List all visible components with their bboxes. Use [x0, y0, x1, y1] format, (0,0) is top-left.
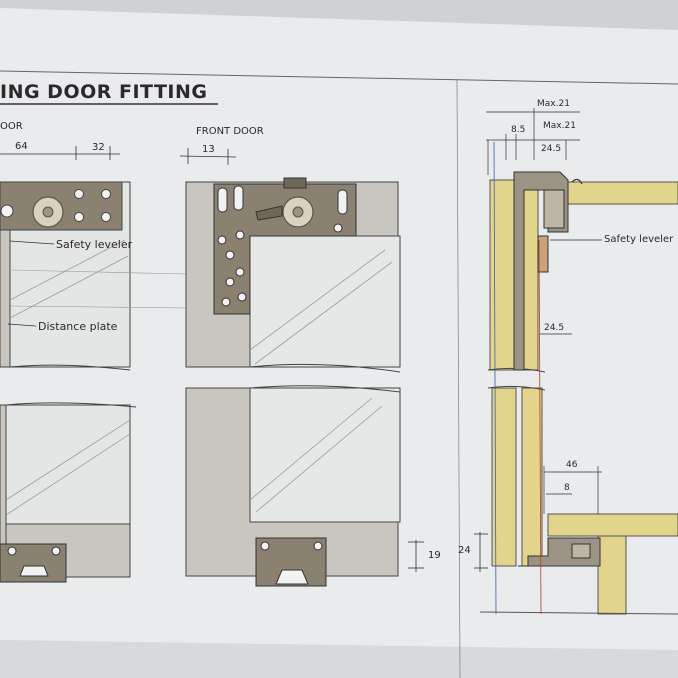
dim-lines-right-top [486, 108, 580, 175]
front-door-label: FRONT DOOR [196, 126, 264, 137]
safety-leveler-label: Safety leveler [56, 238, 133, 251]
floor-line [479, 611, 678, 615]
dim-line-19 [408, 540, 424, 572]
top-hook-icon [571, 178, 583, 185]
dim-19: 19 [428, 550, 441, 561]
dim-8: 8 [564, 483, 570, 493]
guide-hole [51, 546, 61, 556]
top-roller-body [543, 189, 565, 229]
guide-hole [7, 546, 17, 556]
paper-shadow-bottom [0, 640, 678, 678]
front-corner-bracket [213, 183, 357, 315]
top-shelf [559, 181, 678, 205]
safety-leveler-leader [9, 240, 55, 245]
left-vertical-bar [0, 229, 11, 368]
bottom-guide-block [571, 543, 591, 559]
dim-line-24 [474, 532, 488, 572]
dim-line-46 [543, 466, 602, 514]
left-guide-slot [19, 565, 49, 577]
dim-max21-top: Max.21 [537, 99, 570, 109]
dim-24-5-top: 24.5 [541, 144, 561, 154]
dim-24: 24 [458, 545, 471, 556]
bottom-shelf [547, 513, 678, 537]
front-glass-hatch [249, 249, 393, 365]
left-plate-holes [74, 189, 111, 222]
dim-32: 32 [92, 142, 105, 153]
front-door-glass-bottom [249, 387, 401, 523]
safety-leveler-part [537, 235, 549, 273]
bracket-slot [233, 185, 244, 211]
left-bottom-break [5, 402, 137, 408]
bracket-holes [217, 223, 343, 307]
drawing-title: ING DOOR FITTING [0, 81, 207, 103]
distance-plate-label: Distance plate [38, 320, 118, 333]
projection-line-1 [9, 269, 187, 275]
left-header-label: OOR [0, 121, 23, 132]
front-bottom-break [249, 385, 401, 393]
front-guide-slot [275, 569, 309, 585]
dim-line-left [0, 146, 120, 160]
projection-line-2 [9, 305, 187, 309]
dim-line-front [179, 148, 237, 165]
front-top-clip [283, 177, 307, 189]
distance-plate-leader [7, 323, 37, 327]
reference-line-red [538, 239, 542, 615]
guide-hole [260, 541, 270, 551]
bracket-slot [337, 189, 348, 215]
roller-hub [292, 206, 304, 218]
dim-13: 13 [202, 144, 215, 155]
dim-46: 46 [566, 460, 578, 470]
bracket-slot [217, 187, 228, 213]
base-plinth [597, 535, 627, 615]
left-break-line [9, 364, 131, 371]
guide-hole [313, 541, 323, 551]
front-lever-arm [255, 205, 283, 221]
border-divider [456, 79, 461, 678]
left-glass-hatch [9, 239, 129, 319]
front-bottom-hatch [249, 397, 383, 513]
dim-64: 64 [15, 141, 28, 152]
border-top [0, 70, 678, 85]
reference-line-blue [493, 141, 497, 615]
front-break-line [249, 363, 401, 373]
door-panel-inner-lower [521, 387, 543, 567]
dim-max21-second: Max.21 [543, 121, 576, 131]
roller-hub [42, 206, 54, 218]
screw-hole [0, 204, 14, 218]
dim-8-5: 8.5 [511, 125, 525, 135]
safety-leveler-right-label: Safety leveler [604, 234, 674, 245]
left-bottom-hatch [5, 419, 131, 516]
dim-24-5-mid: 24.5 [544, 323, 564, 333]
